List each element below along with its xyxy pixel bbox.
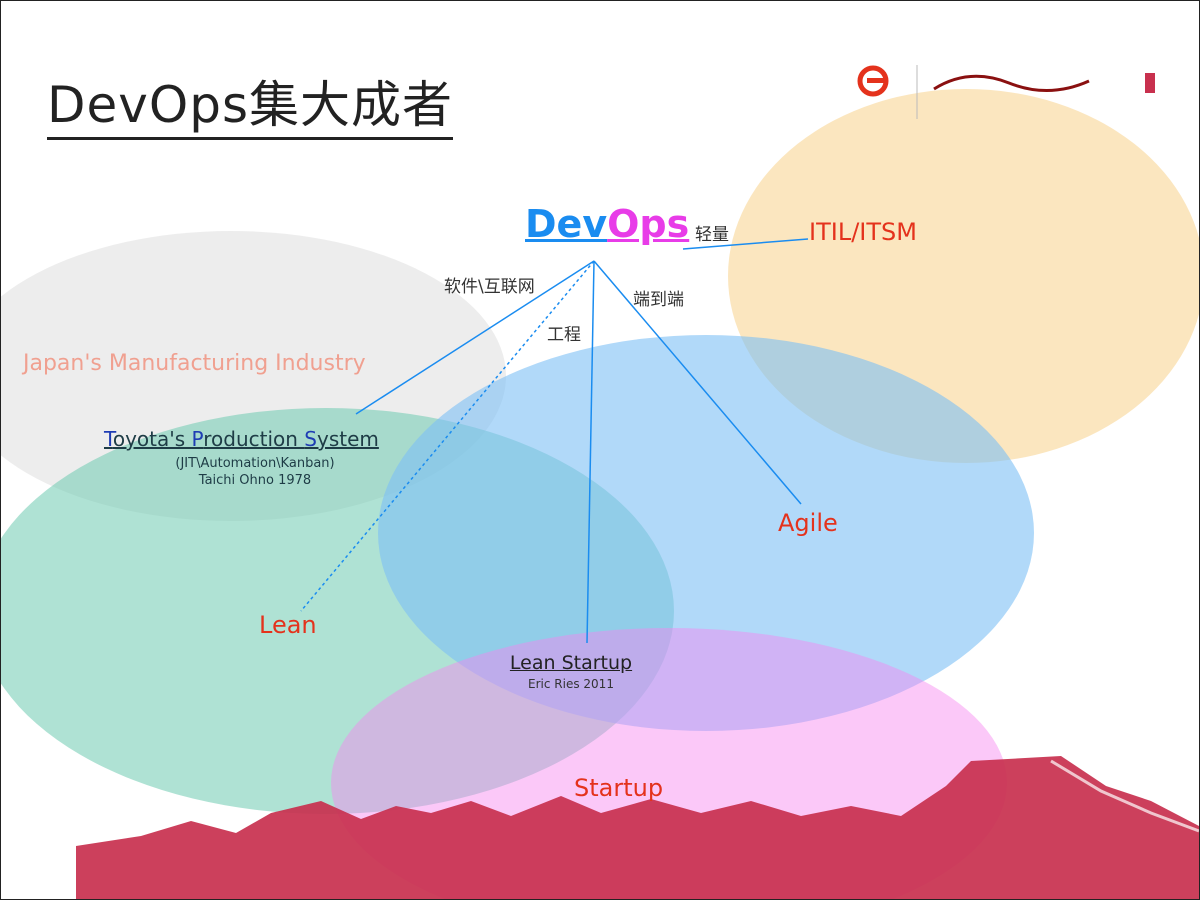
node-lean: Lean — [259, 611, 317, 639]
node-startup: Startup — [574, 774, 664, 802]
edge-tps — [355, 260, 595, 415]
node-lean-startup: Lean Startup — [509, 652, 633, 674]
devops-ops: Ops — [607, 202, 690, 246]
tps-author: Taichi Ohno 1978 — [198, 473, 312, 488]
great-wall-mountains — [76, 756, 1199, 899]
tps-letter-p: P — [191, 427, 204, 451]
edge-agile — [593, 260, 802, 505]
edge-label-end-to-end: 端到端 — [633, 290, 684, 310]
tps-letter-t: T — [104, 427, 113, 451]
summit-logo — [849, 63, 1159, 123]
edge-label-software: 软件\互联网 — [444, 277, 535, 297]
lean-startup-author: Eric Ries 2011 — [528, 677, 614, 691]
tps-word-production: roduction — [203, 427, 305, 451]
tps-subtitle: (JIT\Automation\Kanban) — [175, 456, 335, 471]
devops-dev: Dev — [525, 202, 608, 246]
agile-ellipse — [378, 335, 1034, 731]
tps-word-system: ystem — [317, 427, 379, 451]
tps-word-toyota: oyota's — [112, 427, 192, 451]
logo-graphic — [857, 65, 1155, 119]
node-agile: Agile — [778, 509, 838, 537]
devops-node: DevOps — [525, 201, 689, 247]
edge-lean-startup — [586, 260, 595, 644]
edge-label-engineering: 工程 — [547, 325, 581, 345]
node-japan: Japan's Manufacturing Industry — [23, 351, 366, 376]
edge-label-itil: 轻量 — [695, 225, 729, 245]
page-title: DevOps集大成者 — [47, 75, 453, 140]
edge-lean — [300, 260, 595, 612]
node-tps: Toyota's Production System — [104, 427, 379, 451]
tps-letter-s: S — [304, 427, 317, 451]
edge-itil — [682, 238, 809, 250]
node-itil: ITIL/ITSM — [809, 218, 917, 246]
great-wall-ridge — [1050, 759, 1199, 833]
